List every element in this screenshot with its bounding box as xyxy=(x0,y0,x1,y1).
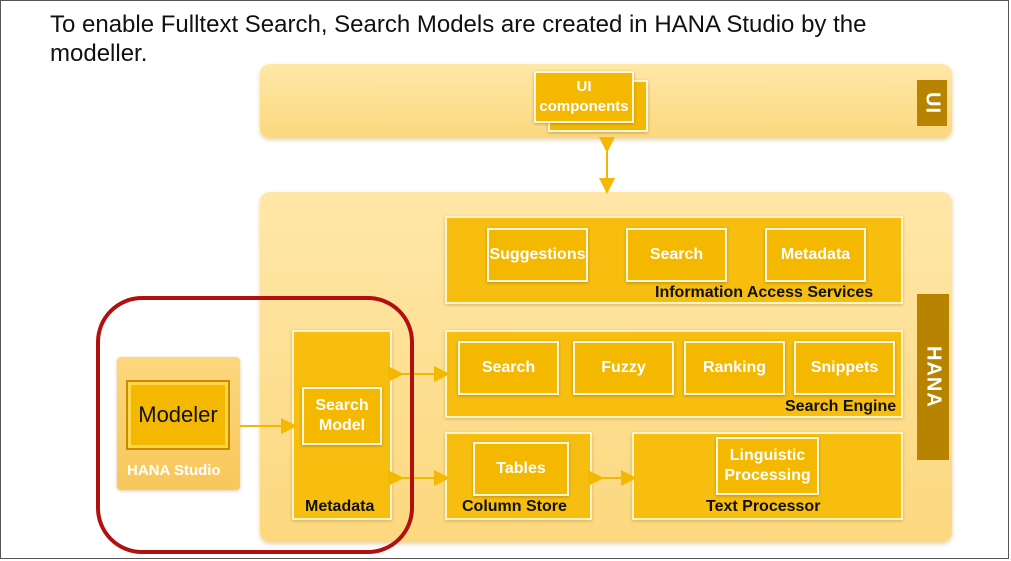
search-model-box: Search Model xyxy=(302,387,382,445)
ui-components-box: UI components xyxy=(534,71,634,123)
ranking-box: Ranking xyxy=(684,341,785,395)
linguistic-processing-box: Linguistic Processing xyxy=(716,437,819,495)
modeler-label: Modeler xyxy=(138,402,218,427)
hana-layer-label-text: HANA xyxy=(922,346,945,408)
ui-layer-label: UI xyxy=(917,80,947,126)
ui-layer-label-text: UI xyxy=(921,92,944,114)
search-engine-label: Search Engine xyxy=(785,398,897,415)
modeler-box: Modeler xyxy=(126,380,230,450)
tables-box: Tables xyxy=(473,442,569,496)
engine-search-box: Search xyxy=(458,341,559,395)
ias-metadata-box: Metadata xyxy=(765,228,866,282)
text-processor-label: Text Processor xyxy=(706,498,821,515)
metadata-label: Metadata xyxy=(305,498,375,515)
information-access-services-label: Information Access Services xyxy=(655,284,874,301)
hana-layer-label: HANA xyxy=(917,294,949,460)
slide-heading: To enable Fulltext Search, Search Models… xyxy=(50,11,867,67)
suggestions-box: Suggestions xyxy=(487,228,588,282)
snippets-box: Snippets xyxy=(794,341,895,395)
hana-studio-label: HANA Studio xyxy=(127,462,221,479)
ias-search-box: Search xyxy=(626,228,727,282)
fuzzy-box: Fuzzy xyxy=(573,341,674,395)
column-store-label: Column Store xyxy=(462,498,567,515)
